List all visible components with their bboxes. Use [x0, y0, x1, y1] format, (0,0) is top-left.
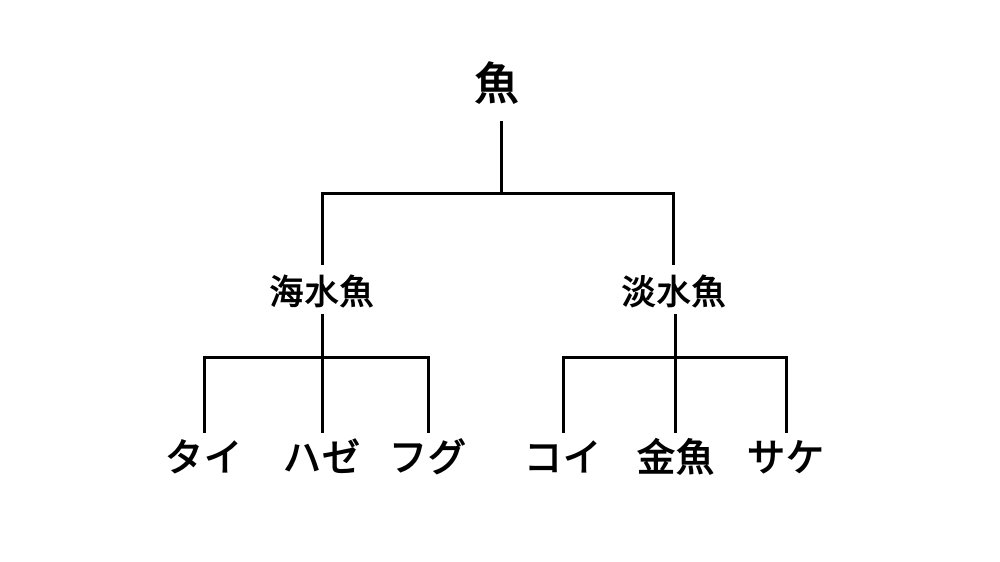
edge-level1-right-drop [672, 192, 675, 265]
tree-branch-saltwater-label: 海水魚 [269, 274, 375, 312]
edge-freshwater-drop-1 [562, 356, 565, 433]
edge-root-stem [500, 121, 503, 195]
tree-leaf-fugu-label: フグ [388, 438, 468, 480]
edge-level1-bar [321, 192, 675, 195]
tree-branch-freshwater-label: 淡水魚 [621, 274, 727, 312]
edge-freshwater-bar [562, 356, 788, 359]
edge-saltwater-drop-3 [427, 356, 430, 433]
tree-leaf-kingyo-label: 金魚 [636, 438, 716, 480]
edge-level1-left-drop [321, 192, 324, 265]
edge-saltwater-stem [321, 314, 324, 433]
tree-leaf-haze-label: ハゼ [282, 438, 362, 480]
edge-freshwater-stem [674, 314, 677, 433]
tree-leaf-tai-label: タイ [164, 438, 244, 480]
tree-leaf-koi-label: コイ [523, 438, 603, 480]
tree-root-label: 魚 [474, 60, 520, 109]
edge-saltwater-drop-1 [203, 356, 206, 433]
edge-freshwater-drop-3 [785, 356, 788, 433]
tree-leaf-sake-label: サケ [746, 438, 826, 480]
edge-saltwater-bar [203, 356, 430, 359]
